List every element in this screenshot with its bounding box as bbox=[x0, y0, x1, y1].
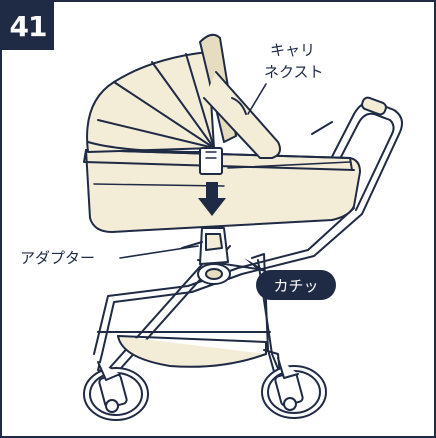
carrycot-label-line1: キャリ bbox=[270, 41, 316, 59]
shopping-basket bbox=[97, 331, 271, 368]
adapter-label: アダプター bbox=[20, 249, 96, 267]
rear-wheel bbox=[261, 357, 327, 419]
carrycot bbox=[83, 33, 361, 233]
front-wheel bbox=[83, 361, 149, 421]
click-sound-bubble: カチッ bbox=[256, 270, 336, 300]
step-number-badge: 41 bbox=[2, 2, 54, 50]
carrycot-label-line2: ネクスト bbox=[264, 63, 324, 81]
callout-leaders bbox=[119, 83, 267, 259]
down-arrow-icon bbox=[198, 182, 226, 216]
frame-adapter bbox=[181, 227, 231, 285]
